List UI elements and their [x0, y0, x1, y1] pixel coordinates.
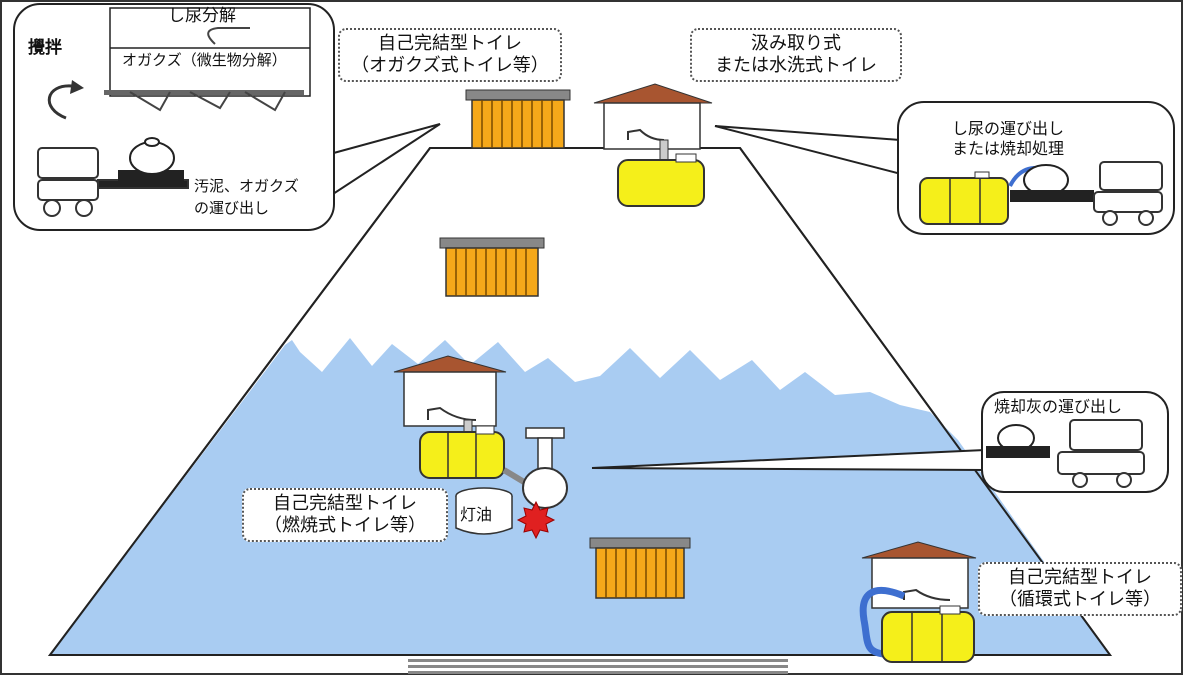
label-flush-line2: または水洗式トイレ [715, 55, 877, 76]
base-stripe [408, 671, 788, 674]
stir-blades [129, 91, 286, 112]
sawdust-toilet-mid [439, 237, 545, 297]
conveyor [1010, 190, 1094, 202]
lower-zone [50, 338, 1110, 655]
stir-shaft [104, 90, 304, 95]
kerosene-label: 灯油 [460, 505, 493, 524]
label-combustion-line2: （燃焼式トイレ等） [264, 515, 426, 536]
label-circulation-line1: 自己完結型トイレ [1008, 567, 1152, 588]
label-sawdust-toilet: 自己完結型トイレ （オガクズ式トイレ等） [338, 28, 562, 82]
circulation-toilet [859, 541, 977, 663]
ash-bubble-label: 焼却灰の運び出し [994, 397, 1123, 416]
conveyor [118, 170, 184, 184]
label-sawdust-line1: 自己完結型トイレ [378, 33, 522, 54]
label-combustion-toilet: 自己完結型トイレ （燃焼式トイレ等） [242, 488, 448, 542]
burner-icon [516, 500, 556, 540]
decomposition-box [109, 7, 311, 97]
kerosene-tank [455, 487, 513, 535]
flush-toilet-house [593, 83, 713, 207]
label-flush-toilet: 汲み取り式 または水洗式トイレ [690, 28, 902, 82]
right-bubble-line1: し尿の運び出し [952, 119, 1065, 138]
combustion-toilet [393, 355, 536, 491]
carry-label-2: の運び出し [194, 199, 270, 217]
base-stripe [408, 659, 788, 662]
rotate-arrow-icon [47, 84, 73, 120]
base-stripe [408, 665, 788, 668]
label-combustion-line1: 自己完結型トイレ [273, 493, 417, 514]
truck-icon [1057, 419, 1145, 488]
label-sawdust-line2: （オガクズ式トイレ等） [351, 55, 549, 76]
sawdust-toilet-low [589, 537, 691, 599]
waste-drop [207, 27, 250, 45]
conveyor [986, 446, 1050, 458]
decompose-label: し尿分解 [168, 6, 236, 26]
incinerator [522, 427, 568, 509]
tank-icon [919, 171, 1009, 225]
truck-icon [1093, 161, 1163, 226]
carry-label-1: 汚泥、オガクズ [194, 177, 299, 195]
label-flush-line1: 汲み取り式 [751, 33, 841, 54]
sawdust-toilet-top [465, 89, 571, 149]
label-circulation-toilet: 自己完結型トイレ （循環式トイレ等） [978, 562, 1182, 616]
stir-label: 攪拌 [28, 38, 62, 58]
right-bubble-line2: または焼却処理 [952, 139, 1065, 158]
ogakuzu-label: オガクズ（微生物分解） [122, 51, 287, 69]
rotate-arrow-head [70, 80, 84, 94]
label-circulation-line2: （循環式トイレ等） [999, 589, 1161, 610]
